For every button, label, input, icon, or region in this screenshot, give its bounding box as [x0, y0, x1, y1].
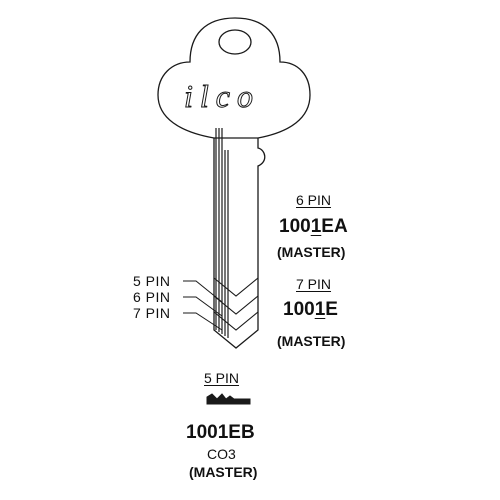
- pin-mark-5: [213, 277, 259, 297]
- variant-7pin-heading: 7 PIN: [296, 276, 332, 292]
- leader-line-5: [183, 280, 223, 303]
- variant-5pin-type: (MASTER): [189, 464, 258, 480]
- pin-mark-6: [213, 295, 259, 315]
- pin-label-7: 7 PIN: [133, 305, 171, 321]
- variant-7pin-type: (MASTER): [277, 333, 346, 349]
- variant-6pin-heading: 6 PIN: [296, 192, 332, 208]
- variant-5pin-cross-reference: CO3: [207, 446, 236, 462]
- variant-5pin-heading: 5 PIN: [204, 370, 240, 386]
- variant-6pin-type: (MASTER): [277, 244, 346, 260]
- variant-5pin-part-number: 1001EB: [186, 422, 255, 443]
- pin-label-5: 5 PIN: [133, 273, 171, 289]
- variant-7pin-part-number: 1001E: [283, 299, 338, 320]
- ilco-logo: ilco: [184, 78, 260, 114]
- variant-6pin-part-number: 1001EA: [279, 216, 348, 237]
- key-blade-outline: [213, 138, 259, 349]
- pin-mark-7: [213, 311, 259, 331]
- keyway-profile: [206, 393, 251, 405]
- leader-line-7: [183, 312, 223, 331]
- key-bow: [157, 17, 311, 139]
- key-hole: [218, 29, 252, 55]
- leader-line-6: [183, 296, 223, 317]
- key-shoulder: [257, 138, 266, 174]
- pin-label-6: 6 PIN: [133, 289, 171, 305]
